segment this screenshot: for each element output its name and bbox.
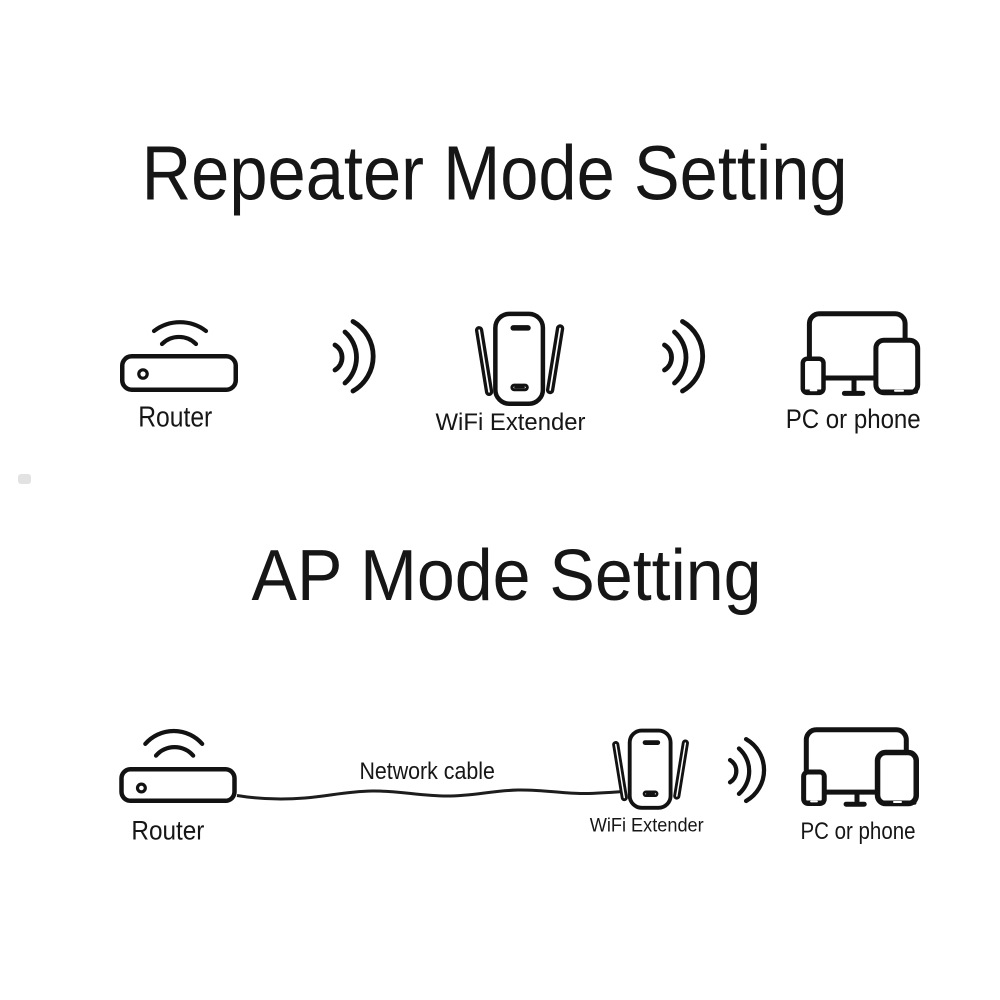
svg-text:Repeater Mode Setting: Repeater Mode Setting [142, 131, 848, 217]
svg-text:Router: Router [131, 816, 204, 846]
svg-text:PC or phone: PC or phone [801, 818, 916, 845]
svg-text:WiFi Extender: WiFi Extender [436, 409, 586, 436]
svg-text:Router: Router [138, 402, 212, 434]
svg-text:WiFi Extender: WiFi Extender [590, 816, 705, 837]
svg-text:PC or phone: PC or phone [786, 404, 921, 434]
svg-text:AP Mode Setting: AP Mode Setting [252, 536, 762, 616]
svg-text:Network cable: Network cable [359, 758, 495, 785]
